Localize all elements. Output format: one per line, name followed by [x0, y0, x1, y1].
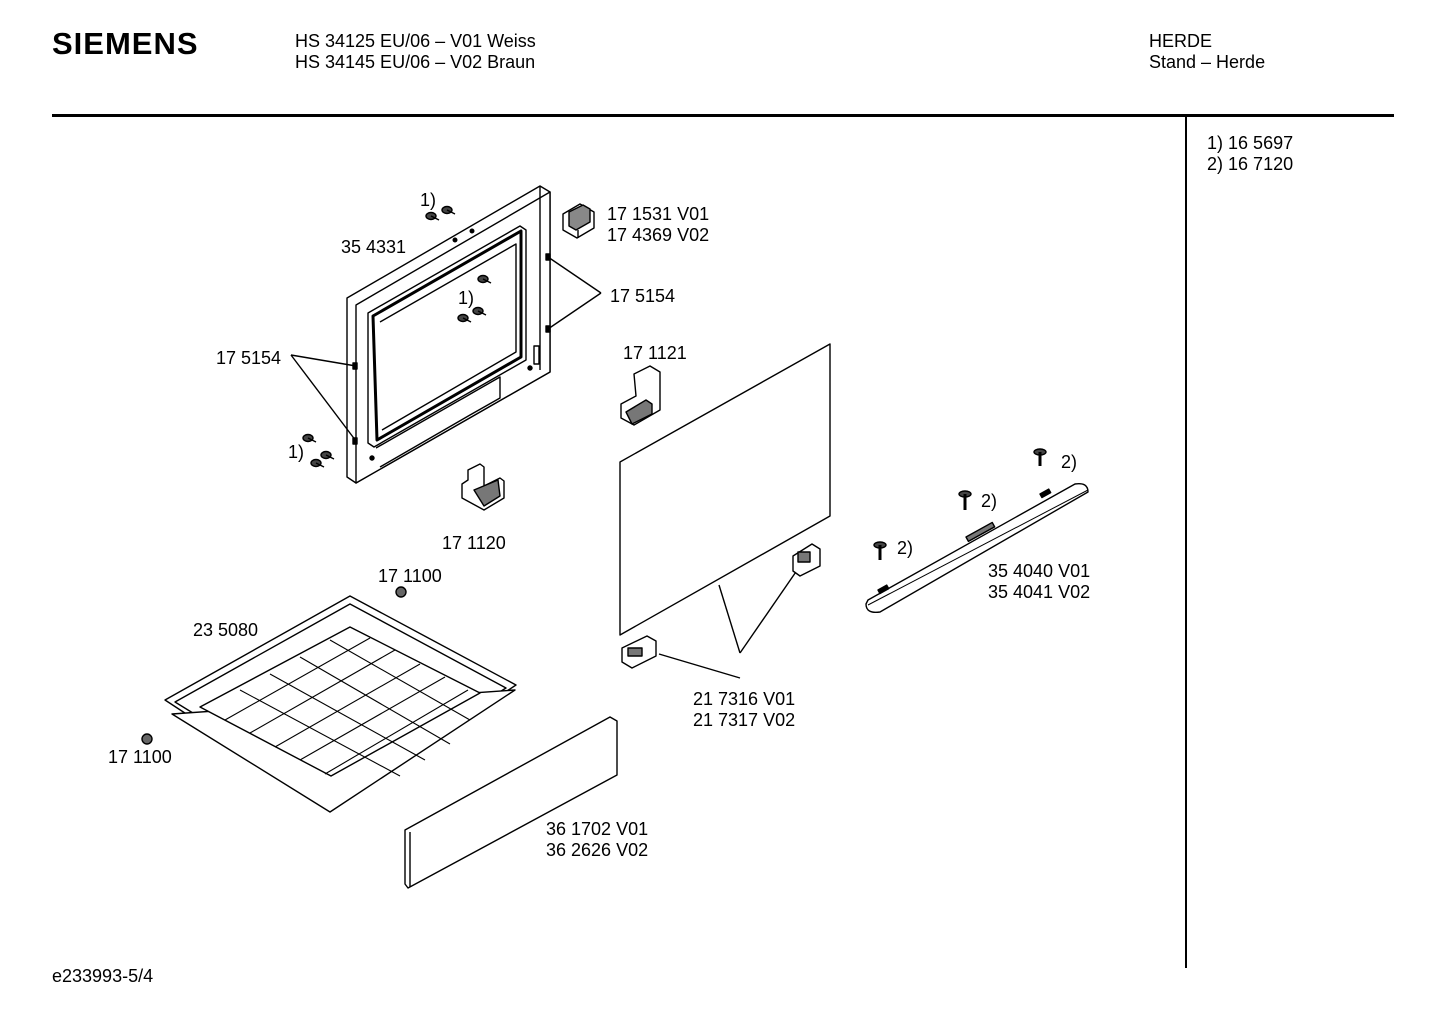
glass-pane — [619, 343, 831, 636]
label-clip-left: 17 5154 — [216, 348, 282, 368]
callout-ref-1a: 1) — [420, 190, 437, 210]
note-2-value: 16 7120 — [1228, 154, 1294, 174]
leader-lines — [290, 256, 801, 679]
brand-logo: SIEMENS — [52, 26, 199, 61]
bracket-lower — [461, 463, 505, 511]
top-hinge — [562, 203, 595, 239]
label-bracket-lower: 17 1120 — [442, 533, 506, 553]
label-glass-v02: 21 7317 V02 — [693, 710, 796, 730]
bracket-upper — [620, 365, 661, 426]
label-panel-v02: 36 2626 V02 — [546, 840, 649, 860]
label-hinge-top-v01: 17 1531 V01 — [607, 204, 710, 224]
screws-type-1 — [302, 205, 492, 468]
note-2: 2) 16 7120 — [1207, 154, 1293, 175]
note-1-value: 16 5697 — [1228, 133, 1294, 153]
label-handle-v01: 35 4040 V01 — [988, 561, 1091, 581]
door-frame — [346, 185, 551, 484]
glass-clips — [621, 543, 821, 669]
note-1-ref: 1) — [1207, 133, 1224, 153]
notes-divider — [1185, 116, 1187, 968]
category-line-2: Stand – Herde — [1149, 52, 1266, 72]
model-line-1: HS 34125 EU/06 – V01 Weiss — [295, 31, 536, 51]
label-glass-v01: 21 7316 V01 — [693, 689, 796, 709]
label-clip-right: 17 5154 — [610, 286, 676, 306]
callout-ref-2c: 2) — [897, 538, 914, 558]
baking-tray — [164, 595, 517, 813]
feet — [141, 586, 407, 745]
label-panel-v01: 36 1702 V01 — [546, 819, 649, 839]
drawer-panel — [404, 716, 618, 889]
category-line-1: HERDE — [1149, 31, 1213, 51]
callout-ref-1b: 1) — [458, 288, 475, 308]
label-handle-v02: 35 4041 V02 — [988, 582, 1091, 602]
callout-ref-2b: 2) — [981, 491, 998, 511]
label-bracket-upper: 17 1121 — [623, 343, 687, 363]
label-door-frame: 35 4331 — [341, 237, 407, 257]
tray-grid — [224, 637, 471, 777]
label-tray: 23 5080 — [193, 620, 259, 640]
model-line-2: HS 34145 EU/06 – V02 Braun — [295, 52, 536, 72]
screws-type-2 — [873, 448, 1047, 560]
callout-ref-2a: 2) — [1061, 452, 1078, 472]
label-hinge-top-v02: 17 4369 V02 — [607, 225, 710, 245]
label-foot-bottom: 17 1100 — [108, 747, 172, 767]
oven-handle — [865, 482, 1089, 614]
note-1: 1) 16 5697 — [1207, 133, 1293, 154]
label-foot-top: 17 1100 — [378, 566, 442, 586]
callout-ref-1c: 1) — [288, 442, 305, 462]
note-2-ref: 2) — [1207, 154, 1224, 174]
header-rule — [52, 114, 1394, 117]
document-id: e233993-5/4 — [52, 966, 154, 986]
